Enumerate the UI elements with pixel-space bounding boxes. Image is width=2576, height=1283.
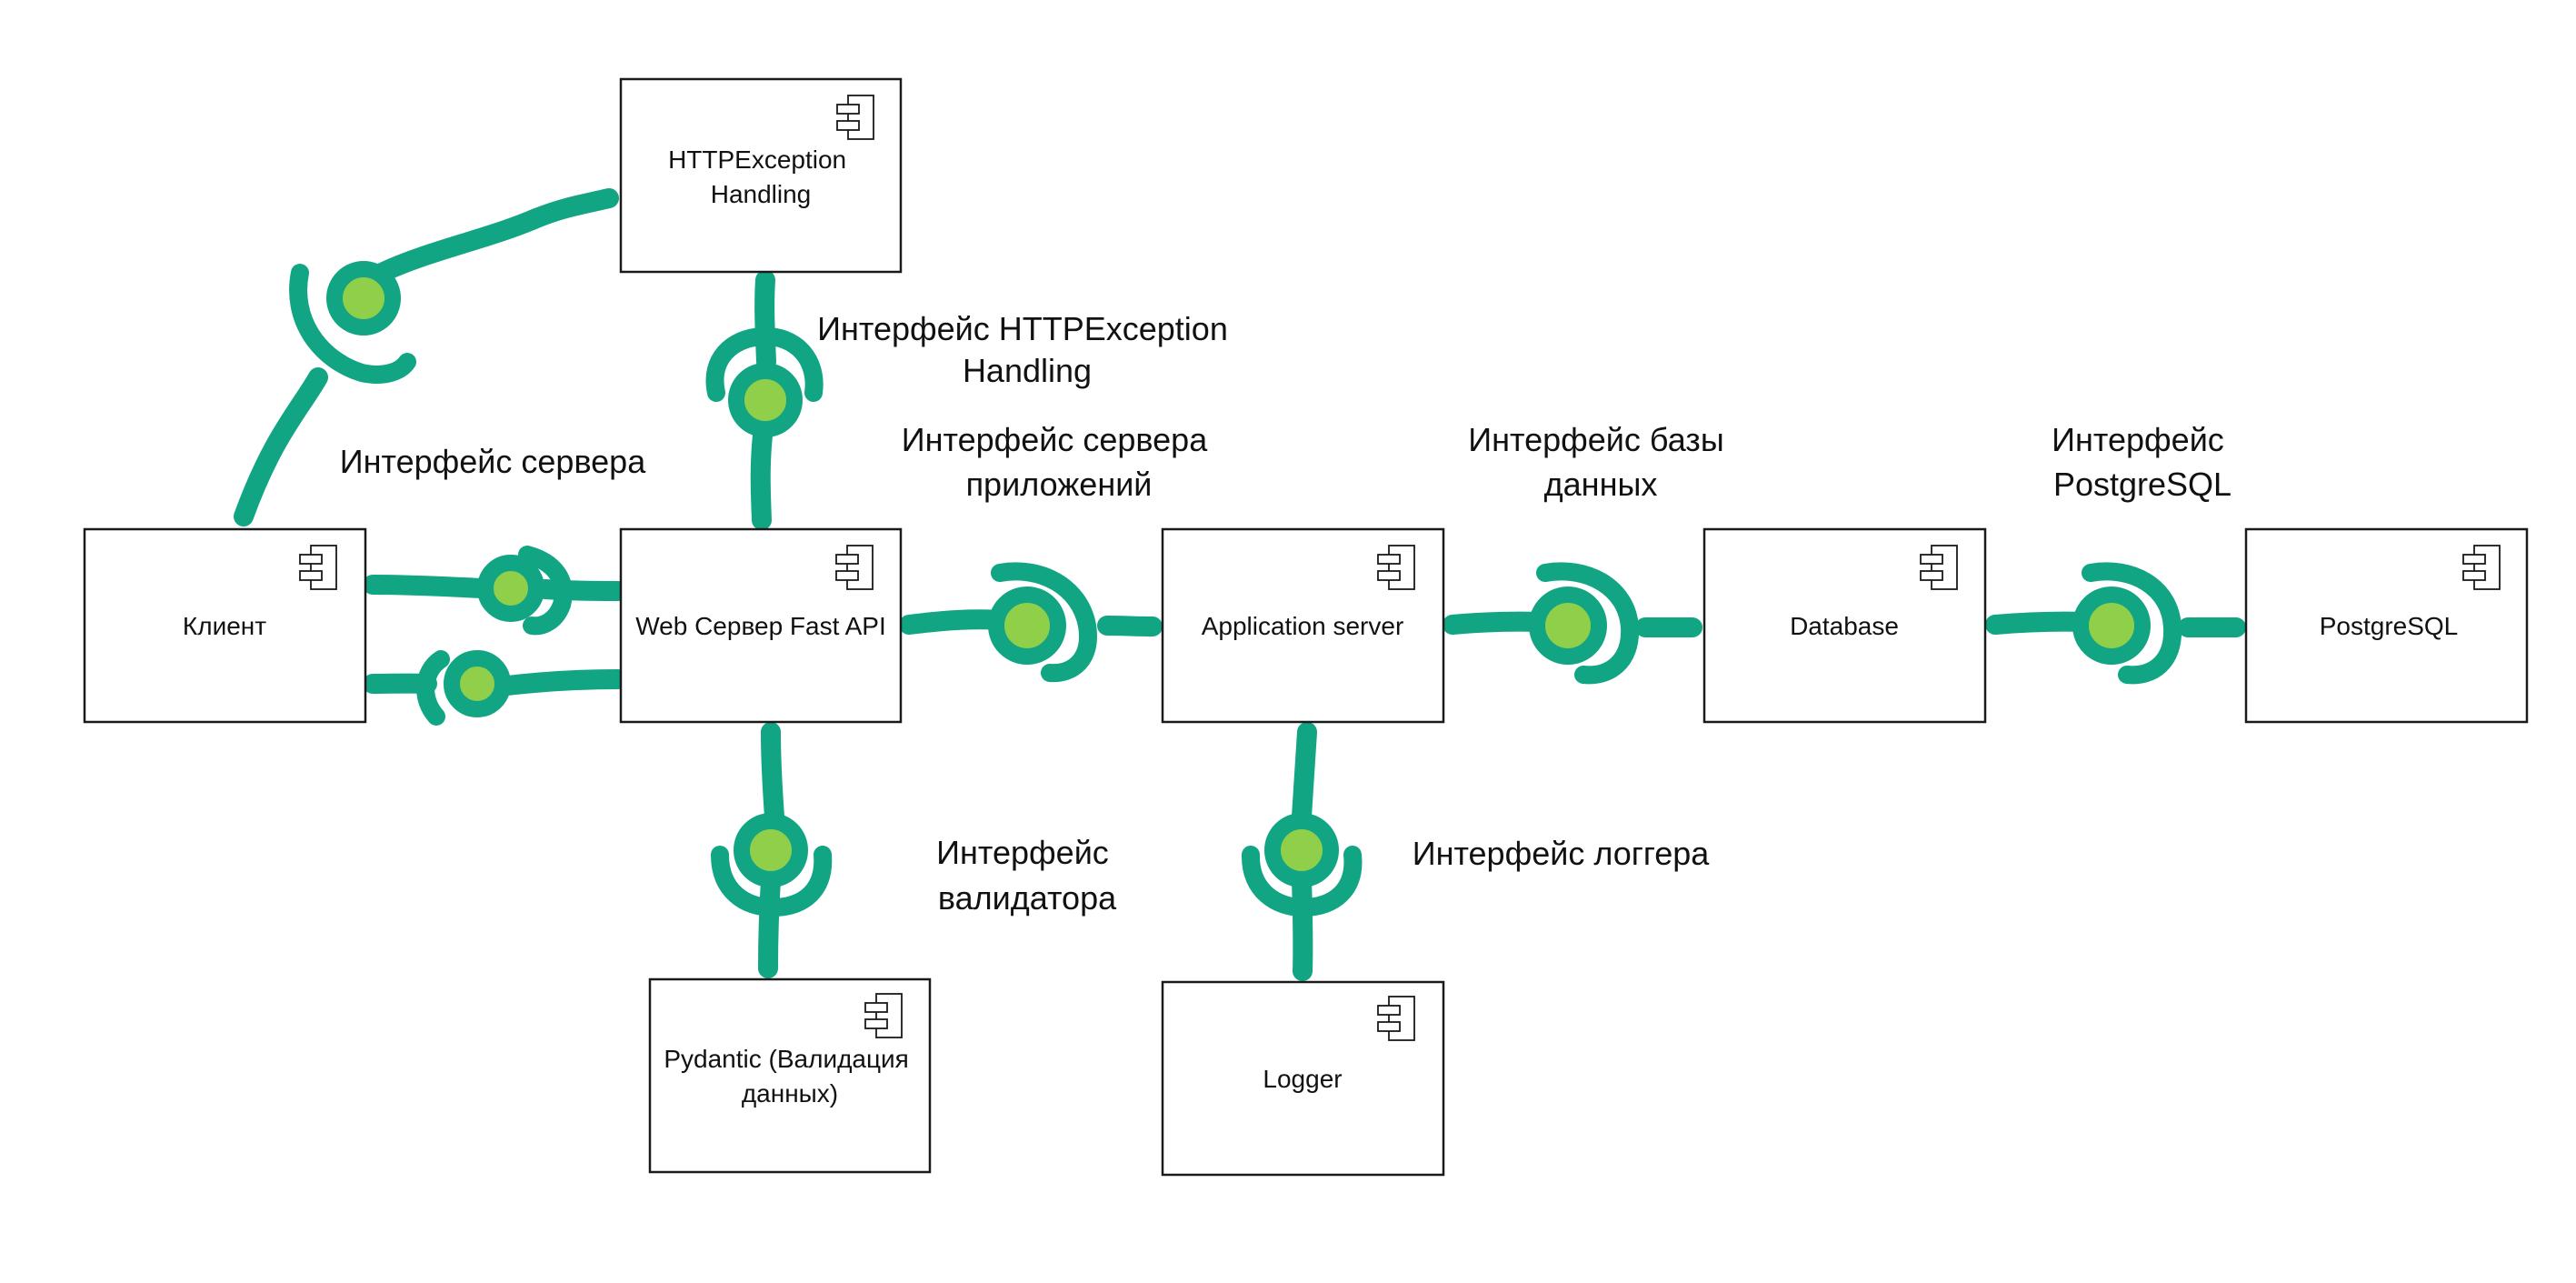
interface-socket — [1536, 562, 1640, 685]
component-label: Клиент — [183, 612, 266, 640]
svg-text:Клиент: Клиент — [183, 612, 266, 640]
svg-text:Application server: Application server — [1202, 612, 1404, 640]
component-label: Logger — [1263, 1065, 1342, 1093]
connector-database-postgresql — [1985, 562, 2246, 685]
component-label: данных) — [742, 1079, 838, 1108]
component-httpexception-handling[interactable]: HTTPException Handling — [619, 77, 903, 274]
connector-webserver-pydantic — [711, 722, 833, 978]
component-label: Web Сервер Fast API — [635, 612, 886, 640]
interface-ball — [734, 813, 808, 887]
svg-text:PostgreSQL: PostgreSQL — [2320, 612, 2459, 640]
component-icon — [1377, 545, 1415, 590]
connector-appserver-logger — [1242, 722, 1363, 981]
interface-ball — [988, 586, 1066, 665]
component-icon — [836, 95, 874, 140]
interface-label-logger: Интерфейс логгера — [1413, 835, 1711, 872]
svg-text:Logger: Logger — [1263, 1065, 1342, 1093]
component-label: Pydantic (Валидация — [664, 1045, 908, 1073]
component-database[interactable]: Database — [1702, 527, 1987, 724]
component-label: Handling — [711, 180, 812, 208]
component-label: Database — [1790, 612, 1899, 640]
interface-label-httpexception: Интерфейс HTTPException Handling — [817, 310, 1237, 389]
component-postgresql[interactable]: PostgreSQL — [2244, 527, 2529, 724]
interface-label-server: Интерфейс сервера — [340, 443, 646, 480]
component-icon — [835, 545, 874, 590]
interface-label-app-server: Интерфейс сервера приложений — [902, 421, 1216, 503]
connector-client-httpexception — [234, 188, 619, 526]
interface-socket — [705, 326, 824, 402]
interface-ball — [728, 363, 803, 437]
interface-label-postgresql: Интерфейс PostgreSQL — [2052, 421, 2233, 503]
connector-appserver-database — [1443, 562, 1702, 685]
component-application-server[interactable]: Application server — [1161, 527, 1445, 724]
interface-label-database: Интерфейс базы данных — [1468, 421, 1732, 503]
interface-socket — [416, 650, 450, 726]
interface-socket — [1242, 846, 1363, 917]
component-logger[interactable]: Logger — [1161, 980, 1445, 1177]
interface-ball — [477, 555, 544, 622]
component-icon — [1377, 996, 1415, 1041]
interface-ball — [444, 650, 511, 717]
component-label: HTTPException — [668, 145, 846, 174]
svg-text:Database: Database — [1790, 612, 1899, 640]
connector-client-webserver-lower — [363, 650, 628, 726]
component-icon — [864, 993, 903, 1038]
svg-text:Pydantic (Валидация данн: Pydantic (Валидация данных) — [664, 1045, 915, 1108]
component-icon — [299, 545, 337, 590]
interface-ball — [2072, 586, 2151, 665]
connector-client-webserver-upper — [363, 546, 628, 636]
interface-ball — [326, 261, 401, 336]
interface-ball — [1529, 586, 1607, 665]
component-label: PostgreSQL — [2320, 612, 2459, 640]
component-client[interactable]: Клиент — [83, 527, 367, 724]
component-pydantic[interactable]: Pydantic (Валидация данных) — [648, 977, 932, 1174]
svg-text:HTTPException Handling: HTTPException Handling — [668, 145, 854, 208]
component-icon — [2462, 545, 2501, 590]
svg-text:Web Сервер Fast API: Web Сервер Fast API — [635, 612, 886, 640]
connector-webserver-httpexception — [705, 270, 824, 530]
interface-socket — [991, 562, 1097, 683]
interface-socket — [518, 546, 573, 636]
interface-socket — [711, 846, 833, 917]
component-web-server[interactable]: Web Сервер Fast API — [619, 527, 903, 724]
component-label: Application server — [1202, 612, 1404, 640]
interface-socket — [2082, 562, 2182, 685]
interface-socket — [289, 264, 416, 384]
interface-label-validator: Интерфейс валидатора — [936, 834, 1118, 917]
interface-ball — [1264, 813, 1339, 887]
component-icon — [1920, 545, 1958, 590]
connector-webserver-appserver — [899, 562, 1163, 683]
